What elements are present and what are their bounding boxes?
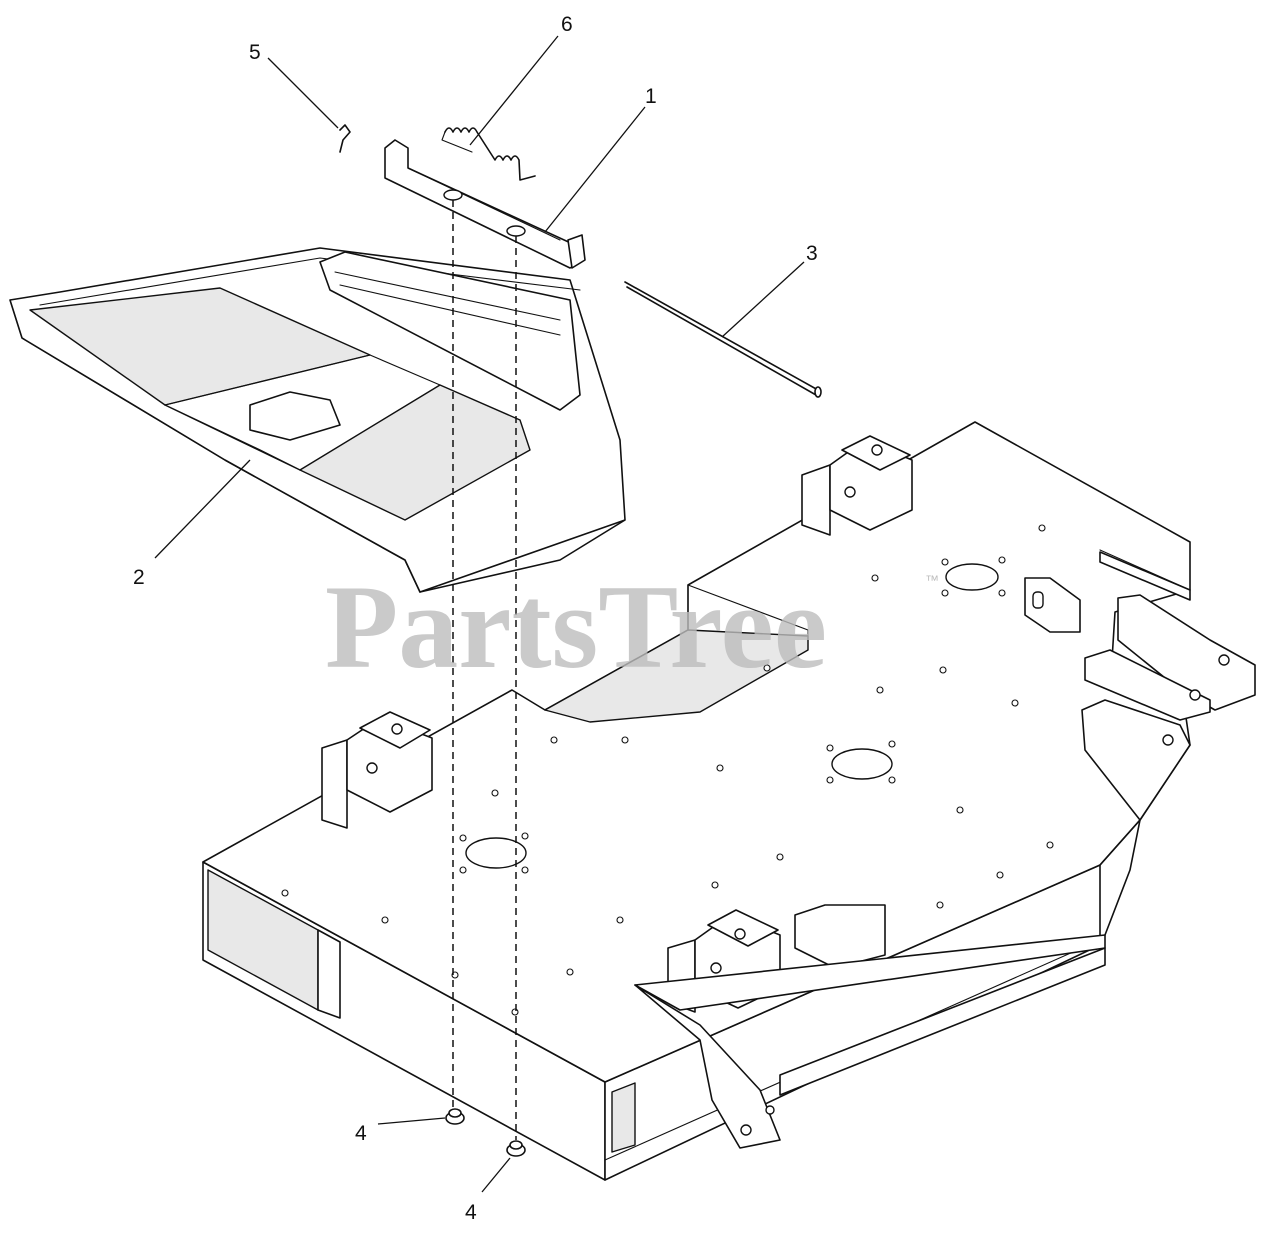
front-left-mount-bracket xyxy=(321,711,433,829)
torsion-spring xyxy=(441,127,536,181)
callout-label-4a: 4 xyxy=(355,1122,367,1145)
pivot-rod xyxy=(624,281,822,398)
callout-label-2: 2 xyxy=(133,566,145,589)
callout-4b: 4 xyxy=(465,1157,511,1224)
callout-label-6: 6 xyxy=(561,13,573,36)
callout-label-1: 1 xyxy=(645,85,657,108)
front-bumper xyxy=(611,934,1106,1153)
watermark-text: PartsTree xyxy=(325,560,827,693)
rear-mount-bracket xyxy=(801,435,913,536)
callout-5: 5 xyxy=(249,41,339,129)
deflector-bracket xyxy=(384,139,586,269)
callout-label-4b: 4 xyxy=(465,1201,477,1224)
deck-bolt-holes xyxy=(281,524,1054,1016)
flange-nut-right xyxy=(506,1140,526,1157)
deck-tab-bracket xyxy=(794,904,886,969)
flange-nut-left xyxy=(445,1108,465,1125)
mower-deck xyxy=(202,421,1256,1181)
callout-3: 3 xyxy=(721,242,818,338)
hairpin-clip xyxy=(339,124,351,153)
anti-scalp-arms xyxy=(1081,551,1256,821)
watermark-trademark: ™ xyxy=(925,572,939,588)
discharge-chute xyxy=(9,247,626,593)
callout-label-5: 5 xyxy=(249,41,261,64)
callout-2: 2 xyxy=(133,459,251,589)
callout-4a: 4 xyxy=(355,1117,446,1145)
callout-1: 1 xyxy=(544,85,657,233)
callout-6: 6 xyxy=(469,13,573,146)
callout-label-3: 3 xyxy=(806,242,818,265)
